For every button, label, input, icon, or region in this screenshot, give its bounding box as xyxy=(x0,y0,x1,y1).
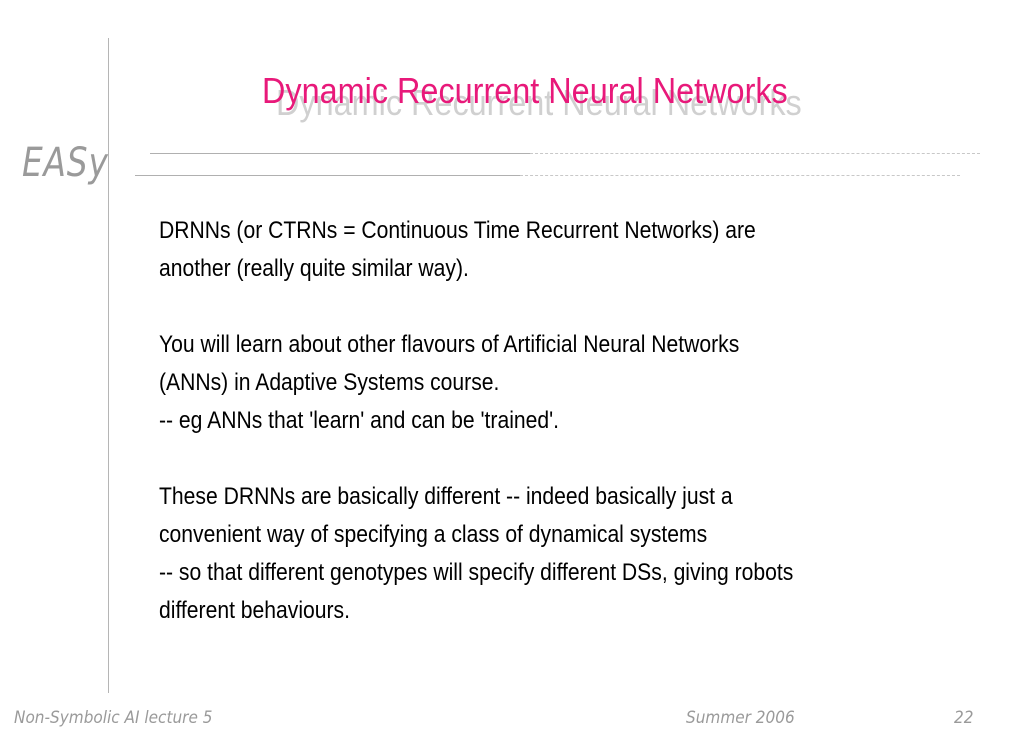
easy-logo: EASy xyxy=(22,140,109,186)
paragraph-3: These DRNNs are basically different -- i… xyxy=(159,478,960,630)
title-shadow: Dynamic Recurrent Neural Networks xyxy=(276,82,802,123)
footer-course: Non-Symbolic AI lecture 5 xyxy=(14,708,213,728)
body-line: (ANNs) in Adaptive Systems course. xyxy=(159,369,500,396)
paragraph-2: You will learn about other flavours of A… xyxy=(159,326,960,440)
vertical-rule xyxy=(108,38,109,693)
footer-page-number: 22 xyxy=(954,708,974,728)
body-line: different behaviours. xyxy=(159,597,350,624)
footer-term: Summer 2006 xyxy=(686,708,795,728)
header-rule-bottom xyxy=(135,175,520,176)
header-rule-bottom-dashed xyxy=(520,175,960,176)
slide-title: Dynamic Recurrent Neural Networks xyxy=(262,70,788,111)
header-rule-top-dashed xyxy=(530,153,980,154)
body-line: DRNNs (or CTRNs = Continuous Time Recurr… xyxy=(159,217,756,244)
body-line: -- so that different genotypes will spec… xyxy=(159,559,794,586)
body-line: another (really quite similar way). xyxy=(159,255,469,282)
body-line: These DRNNs are basically different -- i… xyxy=(159,483,733,510)
title-block: Dynamic Recurrent Neural Networks Dynami… xyxy=(262,70,846,123)
body-line: -- eg ANNs that 'learn' and can be 'trai… xyxy=(159,407,560,434)
body-line: convenient way of specifying a class of … xyxy=(159,521,708,548)
slide-body: DRNNs (or CTRNs = Continuous Time Recurr… xyxy=(159,212,960,630)
paragraph-1: DRNNs (or CTRNs = Continuous Time Recurr… xyxy=(159,212,960,288)
body-line: You will learn about other flavours of A… xyxy=(159,331,740,358)
header-rule-top xyxy=(150,153,530,154)
